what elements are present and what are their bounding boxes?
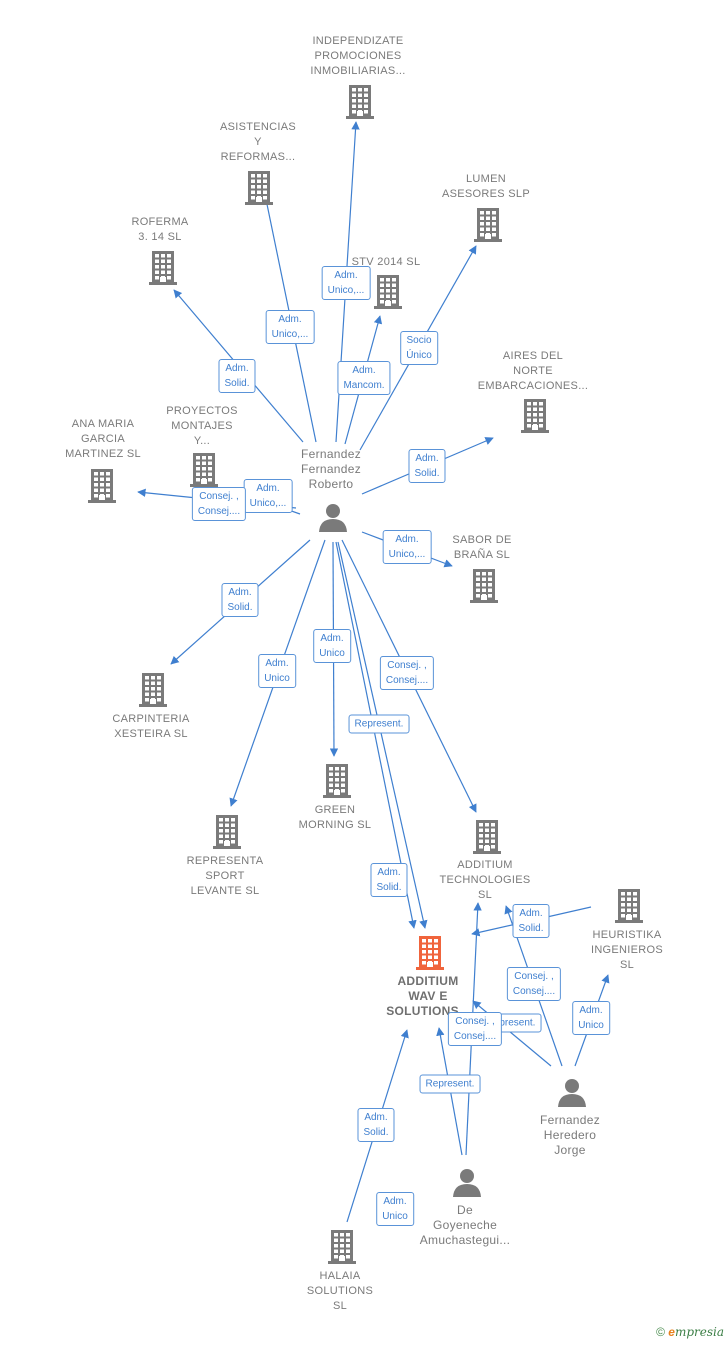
edge-label-p1-n4[interactable]: Adm. Solid.: [218, 359, 256, 393]
edge-label-p2-n14[interactable]: Adm. Unico: [572, 1001, 610, 1035]
node-label-n8[interactable]: PROYECTOS MONTAJES Y...: [166, 405, 238, 447]
building-icon[interactable]: [328, 1230, 356, 1264]
node-label-n1[interactable]: INDEPENDIZATE PROMOCIONES INMOBILIARIAS.…: [310, 35, 406, 77]
edge-label-p1-n5[interactable]: Adm. Mancom.: [337, 361, 391, 395]
edge-label-p1-n3[interactable]: Socio Único: [400, 331, 438, 365]
edge-label-p1-n13[interactable]: Consej. , Consej....: [379, 656, 435, 690]
brand-logo-text: mpresia: [674, 1325, 724, 1339]
edge-p1-focus: [337, 541, 428, 929]
edge-p2-focus: [472, 1000, 552, 1067]
node-label-n11[interactable]: GREEN MORNING SL: [298, 804, 372, 831]
edge-label-p1-n8[interactable]: Adm. Unico,...: [243, 479, 293, 513]
node-label-n3[interactable]: LUMEN ASESORES SLP: [442, 173, 530, 200]
node-label-n12[interactable]: REPRESENTA SPORT LEVANTE SL: [186, 855, 264, 897]
copyright-symbol: ©: [656, 1325, 665, 1339]
building-icon[interactable]: [416, 936, 444, 970]
building-icon[interactable]: [190, 453, 218, 487]
edge-label-p1-n11[interactable]: Adm. Unico: [313, 629, 351, 663]
node-label-p3[interactable]: De Goyeneche Amuchastegui...: [419, 1203, 511, 1247]
edge-label-p1-focus[interactable]: Adm. Solid.: [370, 863, 408, 897]
node-label-n5[interactable]: STV 2014 SL: [351, 256, 421, 268]
edge-label-n15-focus[interactable]: Adm. Unico: [376, 1192, 414, 1226]
node-label-n14[interactable]: HEURISTIKA INGENIEROS SL: [590, 929, 664, 971]
node-label-n4[interactable]: ROFERMA 3. 14 SL: [131, 216, 189, 243]
node-label-n9[interactable]: SABOR DE BRAÑA SL: [452, 534, 512, 561]
building-icon[interactable]: [346, 85, 374, 119]
person-icon[interactable]: [558, 1079, 586, 1107]
node-label-n2[interactable]: ASISTENCIAS Y REFORMAS...: [219, 121, 297, 163]
building-icon[interactable]: [474, 208, 502, 242]
building-icon[interactable]: [521, 399, 549, 433]
node-label-p1[interactable]: Fernandez Fernandez Roberto: [300, 447, 362, 491]
edge-label-p1-focus[interactable]: Represent.: [348, 714, 410, 734]
person-icon[interactable]: [453, 1169, 481, 1197]
building-icon[interactable]: [88, 469, 116, 503]
building-icon[interactable]: [470, 569, 498, 603]
node-label-n6[interactable]: AIRES DEL NORTE EMBARCACIONES...: [477, 350, 589, 392]
edge-label-p1-n6[interactable]: Adm. Solid.: [408, 449, 446, 483]
edge-label-p1-n9[interactable]: Adm. Unico,...: [382, 530, 432, 564]
node-label-n7[interactable]: ANA MARIA GARCIA MARTINEZ SL: [65, 418, 141, 460]
edge-label-p1-n12[interactable]: Adm. Unico: [258, 654, 296, 688]
node-label-n13[interactable]: ADDITIUM TECHNOLOGIES SL: [439, 859, 531, 901]
edges-layer: [137, 121, 610, 1223]
edge-label-p1-n7[interactable]: Consej. , Consej....: [191, 487, 247, 521]
footer-brand[interactable]: © empresia: [656, 1325, 724, 1339]
building-icon[interactable]: [374, 275, 402, 309]
edge-label-p1-n10[interactable]: Adm. Solid.: [221, 583, 259, 617]
edge-label-p2-n13[interactable]: Consej. , Consej....: [506, 967, 562, 1001]
building-icon[interactable]: [213, 815, 241, 849]
node-label-n15[interactable]: HALAIA SOLUTIONS SL: [306, 1270, 374, 1312]
building-icon[interactable]: [149, 251, 177, 285]
edge-label-p3-focus[interactable]: Represent.: [419, 1074, 481, 1094]
building-icon[interactable]: [473, 820, 501, 854]
person-icon[interactable]: [319, 504, 347, 532]
nodes-layer: [88, 85, 643, 1264]
edge-label-p1-n2[interactable]: Adm. Unico,...: [265, 310, 315, 344]
node-label-n10[interactable]: CARPINTERIA XESTEIRA SL: [112, 713, 190, 740]
edge-label-p2-n13[interactable]: Adm. Solid.: [512, 904, 550, 938]
building-icon[interactable]: [615, 889, 643, 923]
edge-label-p3-n13[interactable]: Consej. , Consej....: [447, 1012, 503, 1046]
building-icon[interactable]: [245, 171, 273, 205]
brand-logo-e: e: [668, 1325, 675, 1339]
building-icon[interactable]: [139, 673, 167, 707]
edge-label-p1-n1[interactable]: Adm. Unico,...: [321, 266, 371, 300]
node-label-p2[interactable]: Fernandez Heredero Jorge: [539, 1113, 601, 1157]
edge-label-n15-focus[interactable]: Adm. Solid.: [357, 1108, 395, 1142]
building-icon[interactable]: [323, 764, 351, 798]
